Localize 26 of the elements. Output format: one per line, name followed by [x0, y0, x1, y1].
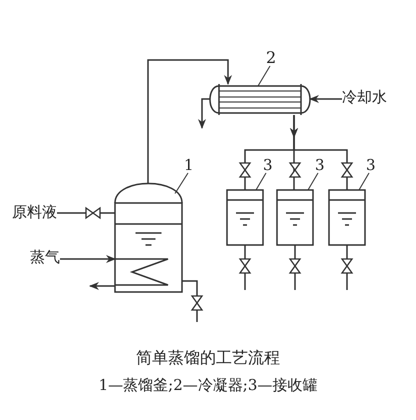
leader-line [308, 172, 318, 190]
still-drawing [114, 182, 183, 293]
pipe-arrow [309, 95, 342, 103]
pipe-arrow [89, 282, 115, 290]
callout-number: 2 [266, 50, 276, 66]
leader-line [358, 172, 370, 190]
stream-label: 蒸气 [30, 250, 60, 265]
figure-title: 简单蒸馏的工艺流程 [135, 350, 281, 366]
stream-label: 冷却水 [342, 90, 387, 105]
pipe-arrow [60, 255, 116, 263]
receiver-tank [328, 189, 366, 246]
leader-line [256, 172, 266, 190]
pipe-arrow [198, 98, 210, 129]
pipe-arrow [147, 59, 232, 184]
callout-number: 3 [366, 158, 376, 173]
receiver-tank [226, 189, 264, 246]
condenser-drawing [209, 83, 311, 116]
receiver-tank [276, 189, 314, 246]
pipe-arrow [290, 115, 348, 190]
callout-number: 3 [263, 158, 273, 173]
callout-number: 3 [315, 158, 325, 173]
callout-number: 1 [184, 158, 194, 173]
stream-label: 原料液 [12, 205, 57, 220]
leader-line [174, 172, 188, 194]
figure-caption: 1—蒸馏釜;2—冷凝器;3—接收罐 [98, 378, 318, 393]
leader-line [258, 66, 270, 86]
